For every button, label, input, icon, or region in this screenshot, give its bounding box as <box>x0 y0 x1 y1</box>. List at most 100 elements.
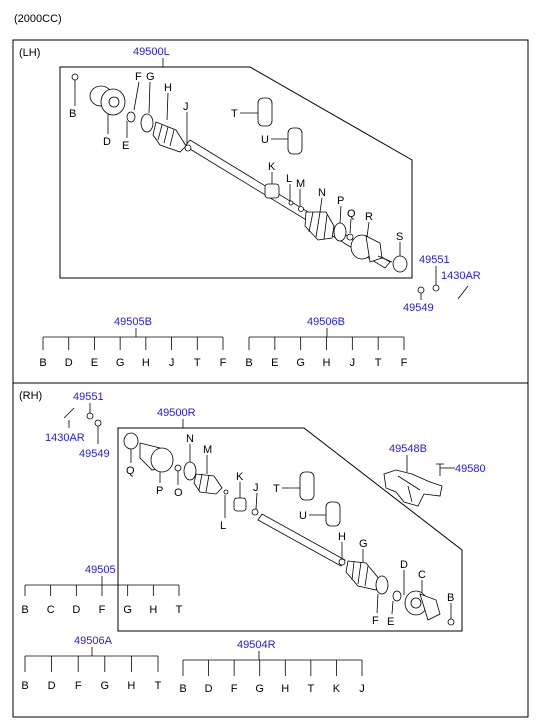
rh-assembly-frame <box>117 427 463 632</box>
rh-part-1430ar[interactable]: 1430AR <box>45 432 85 444</box>
lh-grease-u-icon <box>287 127 303 155</box>
lh-snap-ring-icon <box>126 111 136 123</box>
kit-letter-label: C <box>47 604 55 616</box>
rh-clip-b-icon <box>447 618 455 626</box>
rh-damper-k-icon <box>233 497 247 512</box>
kit-letter-label: G <box>296 357 305 369</box>
rh-part-49551[interactable]: 49551 <box>73 391 104 403</box>
lh-label-j: J <box>183 101 189 113</box>
rh-outer-cv-joint-icon <box>404 590 441 621</box>
rh-label-m: M <box>203 444 212 456</box>
lh-band-p-icon <box>333 222 347 242</box>
lh-part-1430ar[interactable]: 1430AR <box>441 270 481 282</box>
kit-letter-label: B <box>245 357 252 369</box>
lh-part-49551[interactable]: 49551 <box>419 254 450 266</box>
rh-band-n-icon <box>183 461 197 481</box>
kit-letter-label: H <box>281 683 289 695</box>
kit-code-49506a[interactable]: 49506A <box>74 635 113 647</box>
lh-small-clip-m-icon <box>298 206 304 212</box>
kit-letter-label: E <box>271 357 278 369</box>
kit-code-49505[interactable]: 49505 <box>85 564 116 576</box>
lh-inner-joint-icon <box>350 234 393 263</box>
rh-label-u: U <box>299 510 307 522</box>
lh-clip-icon <box>71 73 79 81</box>
rh-section-frame <box>12 382 529 718</box>
kit-letter-label: D <box>205 683 213 695</box>
kit-letter-label: H <box>323 357 331 369</box>
kit-letter-label: J <box>169 357 175 369</box>
rh-bracket-icon <box>383 469 443 507</box>
kit-letter-label: J <box>350 357 356 369</box>
rh-assembly-number[interactable]: 49500R <box>157 407 196 419</box>
kit-letter-label: F <box>220 357 227 369</box>
rh-label-j: J <box>253 482 259 494</box>
kit-code-49506b[interactable]: 49506B <box>307 316 345 328</box>
lh-label-m: M <box>296 178 305 190</box>
kit-letter-label: B <box>179 683 186 695</box>
lh-label-l: L <box>286 173 292 185</box>
rh-label-n: N <box>186 433 194 445</box>
rh-washer-icon <box>94 419 102 427</box>
lh-nut-icon <box>432 284 440 292</box>
rh-part-49548b[interactable]: 49548B <box>389 443 427 455</box>
lh-cotter-pin-icon <box>457 285 469 300</box>
engine-label: (2000CC) <box>14 13 62 25</box>
rh-ring-o-icon <box>174 464 182 472</box>
rh-label-t: T <box>273 483 280 495</box>
kit-letter-label: G <box>255 683 264 695</box>
lh-part-49549[interactable]: 49549 <box>403 302 434 314</box>
kit-letter-label: F <box>75 680 82 692</box>
lh-grease-t-icon <box>257 97 273 127</box>
kit-letter-label: D <box>72 604 80 616</box>
kit-code-49504r[interactable]: 49504R <box>237 639 276 651</box>
lh-ring-q-icon <box>346 233 354 241</box>
rh-clamp-h-icon <box>338 558 346 566</box>
rh-label-e: E <box>387 616 394 628</box>
lh-damper-icon <box>264 183 280 199</box>
rh-label-l: L <box>220 520 226 532</box>
kit-letter-label: T <box>176 604 183 616</box>
kit-letter-label: F <box>231 683 238 695</box>
kit-code-49505b[interactable]: 49505B <box>114 316 152 328</box>
rh-label-b: B <box>447 592 454 604</box>
rh-shaft-icon <box>257 513 346 567</box>
lh-label-q: Q <box>347 208 356 220</box>
rh-label-d: D <box>400 559 408 571</box>
kit-letter-label: J <box>359 683 365 695</box>
lh-label-f: F <box>135 71 142 83</box>
kit-letter-label: D <box>65 357 73 369</box>
lh-label-n: N <box>318 187 326 199</box>
lh-label-k: K <box>268 161 276 173</box>
kit-letter-label: B <box>21 680 28 692</box>
rh-part-49580[interactable]: 49580 <box>455 463 486 475</box>
lh-section-frame <box>12 39 529 384</box>
rh-part-49549[interactable]: 49549 <box>79 448 110 460</box>
lh-label-r: R <box>365 211 373 223</box>
rh-side-label: (RH) <box>19 390 42 402</box>
rh-inner-joint-icon <box>139 442 174 473</box>
rh-label-k: K <box>236 471 244 483</box>
lh-label-h: H <box>164 82 172 94</box>
rh-drive-shaft-group: 49500R <box>117 407 463 632</box>
kit-letter-label: T <box>155 680 162 692</box>
rh-inner-boot-icon <box>193 473 223 495</box>
lh-label-d: D <box>103 136 111 148</box>
rh-label-f: F <box>372 615 379 627</box>
kit-letter-label: E <box>91 357 98 369</box>
lh-assembly-frame <box>59 66 413 279</box>
kit-letter-label: G <box>116 357 125 369</box>
kit-letter-label: T <box>375 357 382 369</box>
lh-label-u: U <box>261 134 269 146</box>
lh-assembly-number[interactable]: 49500L <box>133 46 170 58</box>
lh-label-p: P <box>337 195 344 207</box>
rh-grease-t-icon <box>299 471 315 501</box>
rh-label-g: G <box>359 538 368 550</box>
lh-drive-shaft-group: 49500L <box>59 46 413 279</box>
kit-letter-label: F <box>401 357 408 369</box>
kit-letter-label: D <box>48 680 56 692</box>
kit-letter-label: G <box>123 604 132 616</box>
